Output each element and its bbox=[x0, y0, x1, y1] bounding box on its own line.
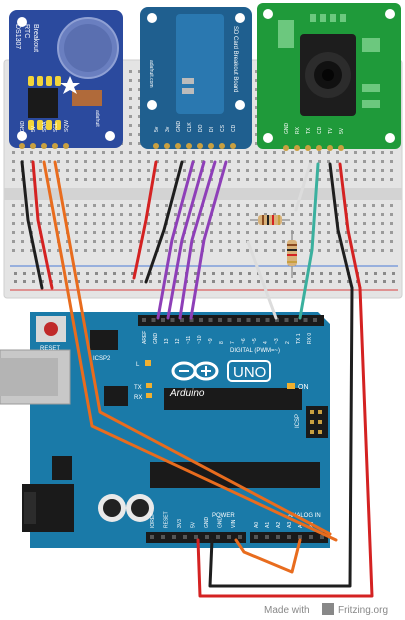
sd-pin-label: CS bbox=[220, 124, 226, 132]
rtc-pin-label: GND bbox=[20, 121, 26, 133]
wire-sd-do bbox=[166, 160, 206, 320]
icsp-label: ICSP bbox=[295, 414, 301, 428]
power-pin-label: RESET bbox=[164, 511, 170, 528]
rtc-pin-label: SDA bbox=[42, 121, 48, 132]
sd-pin-label: GND bbox=[176, 121, 182, 133]
arduino-infinity-logo bbox=[171, 361, 219, 381]
wire-sd-gnd bbox=[144, 160, 184, 284]
cam-pin-label: CD bbox=[317, 126, 323, 134]
arduino-brand-label: Arduino bbox=[169, 388, 205, 399]
fritzing-footer: Made with Fritzing.org bbox=[264, 603, 388, 616]
analog-pin-label: A1 bbox=[265, 522, 271, 528]
sd-pin-label: DI bbox=[209, 127, 215, 132]
reset-label: RESET bbox=[40, 346, 60, 352]
wire-sd-di bbox=[178, 160, 217, 320]
resistor-1 bbox=[250, 215, 290, 225]
sd-pin-label: CLK bbox=[187, 122, 193, 132]
digital-pin-label: 8 bbox=[219, 341, 225, 344]
digital-label: DIGITAL (PWM=~) bbox=[230, 348, 280, 354]
resistor-2 bbox=[287, 230, 297, 278]
sd-title: SD Card Breakout Board bbox=[232, 26, 238, 92]
digital-pin-label: ~11 bbox=[186, 336, 192, 344]
rtc-pin-label: SCL bbox=[53, 122, 59, 132]
wire-cam-teal bbox=[298, 162, 320, 320]
camera-module: GND RX TX CD TV 5V bbox=[257, 3, 401, 151]
wire-rtc-scl bbox=[53, 160, 332, 536]
wire-rtc-gnd bbox=[20, 160, 44, 290]
cam-pin-label: TV bbox=[328, 127, 334, 134]
power-pin-label: GND bbox=[218, 517, 224, 529]
wire-cam-gnd bbox=[328, 162, 354, 290]
digital-pin-label: RX 0 bbox=[307, 333, 313, 344]
icsp2-label: ICSP2 bbox=[93, 356, 111, 362]
rtc-brand: adafruit bbox=[94, 110, 100, 127]
digital-pin-label: ~9 bbox=[208, 338, 214, 344]
rtc-pin-label: SQW bbox=[64, 120, 70, 132]
tx-label: TX bbox=[134, 385, 142, 391]
digital-pin-label: ~6 bbox=[241, 338, 247, 344]
wire-orange-loop bbox=[234, 538, 302, 574]
led-l-label: L bbox=[136, 362, 140, 368]
arduino-uno-board: RESET ICSP2 L TX RX ON UNO Arduino bbox=[0, 312, 330, 548]
power-label: POWER bbox=[212, 513, 235, 519]
rtc-chip-label: DS1307 bbox=[14, 24, 21, 49]
cam-pin-label: GND bbox=[284, 123, 290, 135]
wire-sd-clk bbox=[156, 160, 195, 320]
digital-pin-label: ~10 bbox=[197, 335, 203, 344]
on-label: ON bbox=[298, 384, 309, 391]
power-pin-label: GND bbox=[204, 517, 210, 529]
star-icon bbox=[60, 76, 80, 94]
digital-pin-label: 4 bbox=[263, 341, 269, 344]
wire-black-long bbox=[208, 286, 354, 588]
wires bbox=[20, 160, 374, 598]
power-pin-label: 3V3 bbox=[177, 519, 183, 528]
analog-pin-label: A3 bbox=[287, 522, 293, 528]
sd-brand: adafruit.com bbox=[148, 60, 154, 88]
power-pin-label: IOREF bbox=[150, 513, 156, 528]
power-pin-label: 5V bbox=[191, 521, 197, 528]
rx-label: RX bbox=[134, 395, 142, 401]
made-with-text: Made with bbox=[264, 605, 310, 616]
digital-pin-label: ~5 bbox=[252, 338, 258, 344]
analog-label: ANALOG IN bbox=[288, 513, 321, 519]
rtc-sub-label: RTC bbox=[23, 24, 30, 38]
wire-red-long bbox=[196, 286, 374, 598]
wire-cam-5v bbox=[338, 162, 362, 290]
analog-pin-label: A0 bbox=[254, 522, 260, 528]
cam-pin-label: RX bbox=[295, 126, 301, 134]
sd-card-module: SD Card Breakout Board adafruit.com 5v 3v… bbox=[140, 7, 252, 149]
power-pin-label: VIN bbox=[231, 519, 237, 528]
sd-pin-label: 5v bbox=[154, 126, 160, 132]
digital-pin-label: 12 bbox=[175, 338, 181, 344]
wire-sd-cs bbox=[189, 160, 228, 320]
sd-pin-label: CD bbox=[231, 124, 237, 132]
digital-pin-label: 2 bbox=[285, 341, 291, 344]
wire-rtc-5v bbox=[31, 160, 54, 290]
cam-pin-label: 5V bbox=[339, 127, 345, 134]
fritzing-logo-icon bbox=[322, 603, 334, 615]
sd-pin-label: 3v bbox=[165, 126, 171, 132]
digital-pin-label: TX 1 bbox=[296, 333, 302, 344]
sd-pin-label: DO bbox=[198, 124, 204, 132]
wire-sd-5v bbox=[132, 160, 158, 280]
rtc-pin-label: 5V bbox=[31, 125, 37, 132]
rtc-module: DS1307 RTC Breakout adafruit GND 5V SDA SCL… bbox=[9, 10, 123, 149]
digital-pin-label: AREF bbox=[142, 331, 148, 344]
cam-pin-label: TX bbox=[306, 127, 312, 134]
fritzing-brand-text: Fritzing.org bbox=[338, 605, 388, 616]
wire-cam-white-bottom bbox=[246, 240, 278, 320]
digital-pin-label: GND bbox=[153, 333, 159, 345]
analog-pin-label: A2 bbox=[276, 522, 282, 528]
rtc-sub-label2: Breakout bbox=[32, 24, 39, 52]
digital-pin-label: ~3 bbox=[274, 338, 280, 344]
digital-pin-label: 7 bbox=[230, 341, 236, 344]
wire-cam-white-top bbox=[294, 162, 312, 212]
digital-pin-label: 13 bbox=[164, 338, 170, 344]
uno-model-label: UNO bbox=[233, 364, 266, 381]
wire-rtc-sda bbox=[42, 160, 338, 542]
